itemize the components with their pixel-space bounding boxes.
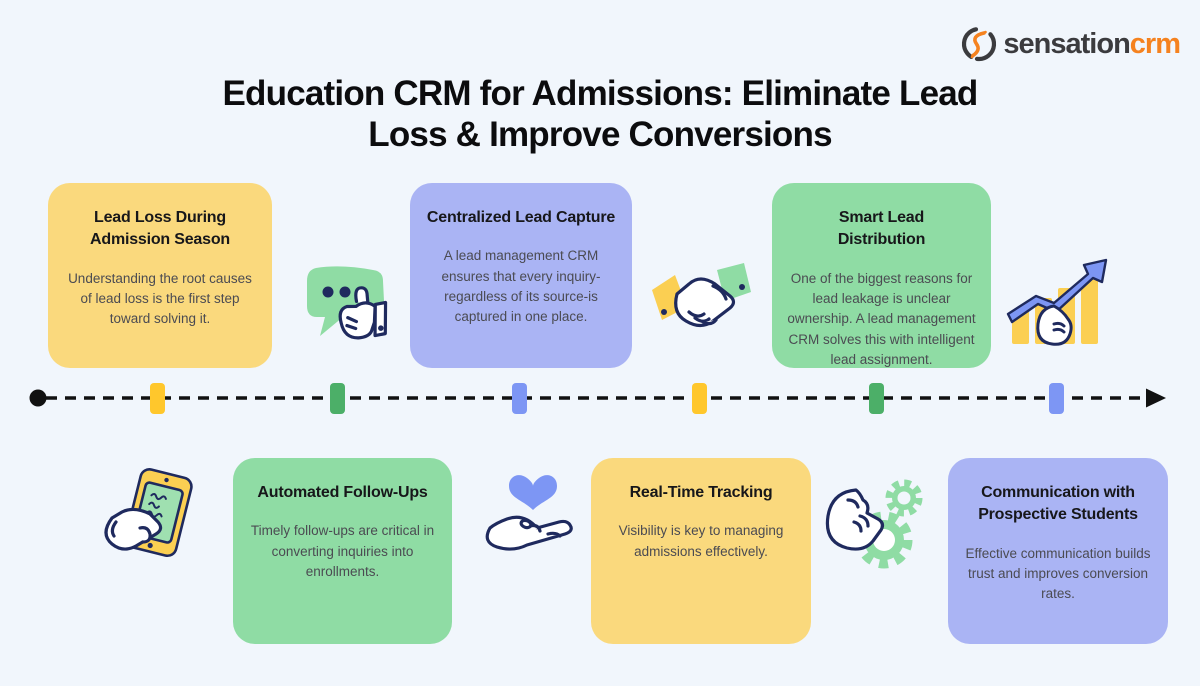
card-centralized-lead-capture-title: Centralized Lead Capture (426, 209, 616, 226)
card-communication-prospective-students-body: Effective communication builds trust and… (965, 545, 1151, 602)
card-real-time-tracking-title: Real-Time Tracking (629, 484, 773, 501)
card-automated-follow-ups-title: Automated Follow-Ups (257, 484, 428, 501)
card-communication-prospective-students-title: Communication with Prospective Students (978, 484, 1138, 524)
brand-name-accent: crm (1129, 27, 1181, 60)
phone-in-hand-icon (94, 464, 202, 572)
brand-logo: sensationcrm (959, 24, 1181, 64)
brand-name: sensationcrm (1003, 27, 1181, 61)
timeline-marker-3 (512, 383, 527, 414)
card-smart-lead-distribution: Smart Lead Distribution One of the bigge… (772, 183, 991, 368)
timeline-arrow-head (1146, 388, 1166, 408)
timeline (29, 388, 1166, 408)
page-title-line1: Education CRM for Admissions: Eliminate … (222, 74, 979, 113)
timeline-marker-2 (330, 383, 345, 414)
card-centralized-lead-capture: Centralized Lead Capture A lead manageme… (410, 183, 632, 368)
card-communication-prospective-students: Communication with Prospective Students … (948, 458, 1168, 644)
handshake-icon (645, 258, 757, 343)
card-smart-lead-distribution-body: One of the biggest reasons for lead leak… (787, 270, 976, 367)
card-lead-loss-body: Understanding the root causes of lead lo… (68, 270, 252, 327)
page-title: Education CRM for Admissions: Eliminate … (0, 74, 1200, 156)
card-lead-loss-title: Lead Loss During Admission Season (90, 209, 230, 249)
card-centralized-lead-capture-body: A lead management CRM ensures that every… (441, 248, 601, 325)
card-real-time-tracking-body: Visibility is key to managing admissions… (618, 523, 784, 559)
timeline-marker-4 (692, 383, 707, 414)
card-lead-loss: Lead Loss During Admission Season Unders… (48, 183, 272, 368)
timeline-start-dot (29, 389, 47, 407)
chat-thumbs-up-icon (296, 252, 396, 350)
heart-in-hand-icon (482, 466, 584, 561)
growth-chart-icon (1002, 250, 1114, 348)
timeline-marker-6 (1049, 383, 1064, 414)
sensationcrm-swirl-icon (959, 24, 999, 64)
card-automated-follow-ups-body: Timely follow-ups are critical in conver… (250, 523, 435, 579)
page-title-line2: Loss & Improve Conversions (368, 114, 832, 154)
card-real-time-tracking: Real-Time Tracking Visibility is key to … (591, 458, 811, 644)
card-automated-follow-ups: Automated Follow-Ups Timely follow-ups a… (233, 458, 452, 644)
small-gear (885, 479, 923, 517)
card-smart-lead-distribution-title: Smart Lead Distribution (837, 209, 926, 249)
gears-hand-icon (820, 464, 930, 574)
brand-name-primary: sensation (1003, 27, 1130, 60)
timeline-marker-1 (150, 383, 165, 414)
timeline-marker-5 (869, 383, 884, 414)
